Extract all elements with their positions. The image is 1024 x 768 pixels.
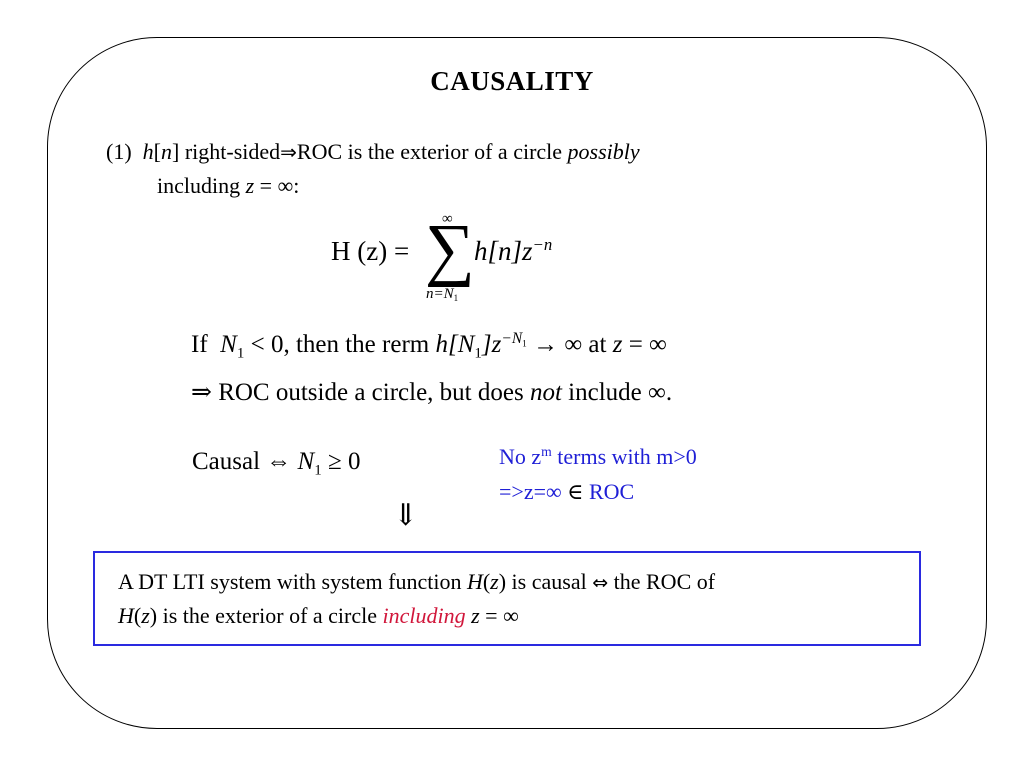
causal-n: N [297, 448, 315, 475]
roc-not: not [529, 379, 562, 406]
item1-line2: including z = ∞: [157, 173, 299, 199]
if-n: N [220, 331, 237, 358]
if-exp-sub: 1 [522, 338, 527, 349]
item1-z: z [245, 173, 255, 198]
box-z: z [490, 569, 499, 594]
roc-line: ⇒ ROC outside a circle, but does not inc… [191, 377, 672, 407]
box-a3: the ROC of [608, 569, 716, 594]
item1-line2-text: including [157, 173, 246, 198]
formula-lower-sub: 1 [453, 293, 459, 304]
if-line: If N1 < 0, then the rerm h[N1]z−N1 → ∞ a… [191, 329, 667, 362]
box-line1: A DT LTI system with system function H(z… [118, 569, 716, 594]
item1-h: h [142, 139, 154, 164]
box-bz: z [141, 603, 150, 628]
if-tail: → ∞ at [526, 331, 613, 358]
box-b3: = ∞ [479, 603, 519, 628]
item1-line1: (1) h[n] right-sided⇒ROC is the exterior… [106, 139, 640, 164]
box-H: H [466, 569, 483, 594]
roc-start: ⇒ ROC outside a circle, but does [191, 379, 530, 406]
causal-label: Causal ⇔ [192, 448, 298, 475]
box-bz2: z [471, 603, 480, 628]
note-line2: =>z=∞ ∈ ROC [499, 479, 634, 505]
if-n-sub: 1 [236, 345, 245, 362]
roc-end: include ∞. [561, 379, 673, 406]
item1-n: n [160, 139, 172, 164]
slide-title: CAUSALITY [430, 66, 594, 96]
box-line2: H(z) is the exterior of a circle includi… [118, 603, 519, 628]
if-term: h[N [435, 331, 475, 358]
box-a1: A DT LTI system with system function [118, 569, 467, 594]
box-b2: ) is the exterior of a circle [149, 603, 383, 628]
formula-lhs: H (z) = [331, 236, 410, 266]
box-including: including [382, 603, 466, 628]
formula-exponent: −n [532, 234, 553, 254]
item1-text-b: ROC is the exterior of a circle [296, 139, 568, 164]
item1-number: (1) [106, 139, 132, 164]
item1-text-a: right-sided [184, 139, 281, 164]
note-line1-b: terms with m>0 [551, 444, 697, 469]
causal-tail: ≥ 0 [321, 448, 361, 475]
if-lt0: < 0, then the rerm [244, 331, 436, 358]
formula-body-text: h[n]z [474, 236, 533, 266]
item1-possibly: possibly [567, 139, 640, 164]
causal-n-sub: 1 [314, 462, 322, 479]
if-z-tail: = ∞ [622, 331, 667, 358]
note-line2-b: ROC [583, 479, 635, 504]
box-a2: ) is causal [498, 569, 593, 594]
item1-eq-inf: = ∞: [254, 173, 300, 198]
note-element-of: ∈ [567, 479, 584, 504]
formula-lower: n=N1 [426, 286, 458, 303]
item1-arrow: ⇒ [280, 140, 297, 164]
causal-line: Causal ⇔ N1 ≥ 0 [192, 448, 360, 479]
down-arrow-icon: ⇓ [393, 499, 419, 532]
formula-body: h[n]z−n [474, 236, 552, 267]
note-line1: No zm terms with m>0 [499, 444, 697, 470]
causality-theorem-box [93, 551, 921, 646]
formula-sigma: ∑ [425, 211, 475, 288]
note-line2-a: =>z=∞ [499, 479, 568, 504]
formula-upper: ∞ [442, 211, 453, 227]
if-word: If [191, 331, 208, 358]
if-term-sub: 1 [474, 345, 482, 362]
box-iff: ⇔ [592, 572, 609, 594]
if-term-close: ]z [481, 331, 502, 358]
if-z: z [612, 331, 623, 358]
note-line1-sup: m [541, 443, 552, 459]
formula-lower-text: n=N [426, 286, 454, 302]
slide-frame [47, 37, 987, 729]
if-exp: −N1 [501, 329, 527, 349]
if-exp-text: −N [501, 329, 523, 347]
box-b1: H [118, 603, 134, 628]
note-line1-a: No z [499, 444, 542, 469]
